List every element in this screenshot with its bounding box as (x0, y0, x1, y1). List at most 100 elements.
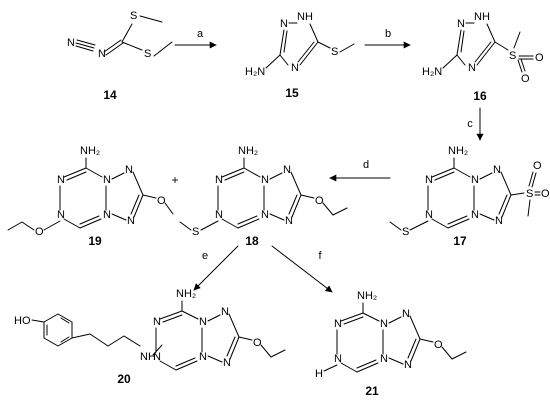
atom-label: N (404, 359, 412, 371)
bond-line (79, 215, 100, 225)
step-b-label: b (385, 28, 391, 40)
atom-label: N (215, 209, 223, 221)
bond-line (340, 312, 364, 322)
compound-18-label: 18 (245, 234, 259, 248)
bond-line (486, 23, 496, 43)
atom-label: S (331, 46, 338, 58)
bond-line (162, 314, 183, 323)
atom-label: N (103, 174, 111, 186)
bond-line (279, 54, 289, 66)
bond-line (388, 357, 404, 365)
bond-line (224, 171, 245, 181)
atom-label: N (261, 174, 269, 186)
bond-line (323, 364, 338, 372)
atom-label: N (285, 215, 293, 227)
compound-16-label: 16 (473, 89, 487, 103)
bond-line (31, 319, 45, 323)
bond-line (300, 194, 315, 199)
atom-label: O (35, 226, 44, 238)
bond-line (226, 336, 236, 357)
atom-label: S (130, 10, 137, 22)
bond-line (409, 220, 429, 231)
atom-label: N (493, 164, 501, 176)
bond-line (237, 215, 258, 225)
arrow-f (271, 245, 333, 293)
atom-label: N (103, 209, 111, 221)
compound-21-structure: NH₂ N N N N N N O H 21 (315, 290, 467, 398)
atom-label: N (221, 306, 229, 318)
atom-label: N (471, 174, 479, 186)
bond-line (362, 312, 380, 322)
atom-label: H₂N (422, 66, 442, 78)
atom-label: H₂N (245, 66, 265, 78)
atom-label: N (380, 318, 388, 330)
bond-line (139, 15, 163, 23)
bond-line (356, 359, 377, 369)
bond-line (130, 194, 140, 215)
bond-line (60, 317, 70, 324)
atom-label: N (153, 316, 161, 328)
atom-label: N (153, 351, 161, 363)
bond-line (71, 333, 91, 339)
bond-line (269, 172, 283, 180)
bond-line (513, 31, 521, 49)
step-c-label: c (467, 118, 473, 130)
atom-label: NH (474, 11, 490, 23)
bond-line (447, 218, 470, 229)
bond-line (500, 171, 512, 196)
compound-14-structure: N N S S 14 (67, 10, 173, 102)
atom-label: O (541, 188, 550, 200)
atom-label: N (402, 308, 410, 320)
bond-line (442, 54, 458, 69)
atom-label: O (533, 160, 542, 172)
bond-line (265, 54, 281, 69)
bond-line (460, 30, 465, 53)
bond-line (476, 41, 496, 66)
bond-line (447, 215, 468, 225)
atom-label: O (253, 337, 262, 349)
bond-line (63, 167, 87, 178)
bond-line (121, 23, 133, 43)
bond-line (221, 218, 239, 229)
step-f-label: f (318, 250, 322, 262)
bond-line (498, 194, 508, 215)
bond-line (142, 194, 157, 199)
atom-label: N (199, 351, 207, 363)
bond-line (291, 194, 302, 218)
bond-line (479, 172, 493, 180)
bond-line (441, 346, 453, 360)
bond-line (7, 221, 23, 231)
atom-label: S (402, 226, 409, 238)
bond-line (123, 335, 141, 347)
compound-18-structure: NH₂ N N N N N N O S 18 (179, 145, 348, 248)
atom-label: O (157, 195, 166, 207)
bond-line (207, 355, 223, 363)
atom-label: N (67, 37, 75, 49)
bond-line (474, 41, 492, 63)
bond-line (164, 202, 174, 215)
bond-line (456, 29, 462, 56)
atom-label: H (315, 368, 323, 380)
bond-line (527, 199, 531, 217)
bond-line (66, 171, 87, 181)
atom-label: N (57, 209, 65, 221)
step-a-label: a (197, 28, 204, 40)
compound-19-label: 19 (88, 234, 102, 248)
atom-label: N (98, 48, 106, 60)
atom-label: NH₂ (176, 288, 196, 300)
compound-19-structure: NH₂ N N N N N N O O 19 (7, 145, 174, 248)
bond-line (297, 41, 315, 63)
atom-label: N (425, 209, 433, 221)
bond-line (75, 45, 94, 52)
atom-label: NH (140, 351, 156, 363)
atom-label: NH₂ (357, 290, 377, 302)
bond-line (105, 42, 124, 56)
atom-label: HO (14, 315, 31, 327)
compound-17-label: 17 (453, 234, 467, 248)
bond-line (322, 202, 334, 216)
bond-line (456, 54, 466, 66)
compound-20-label: 20 (117, 372, 131, 386)
atom-label: N (380, 353, 388, 365)
bond-line (107, 335, 125, 347)
atom-label: N (223, 357, 231, 369)
